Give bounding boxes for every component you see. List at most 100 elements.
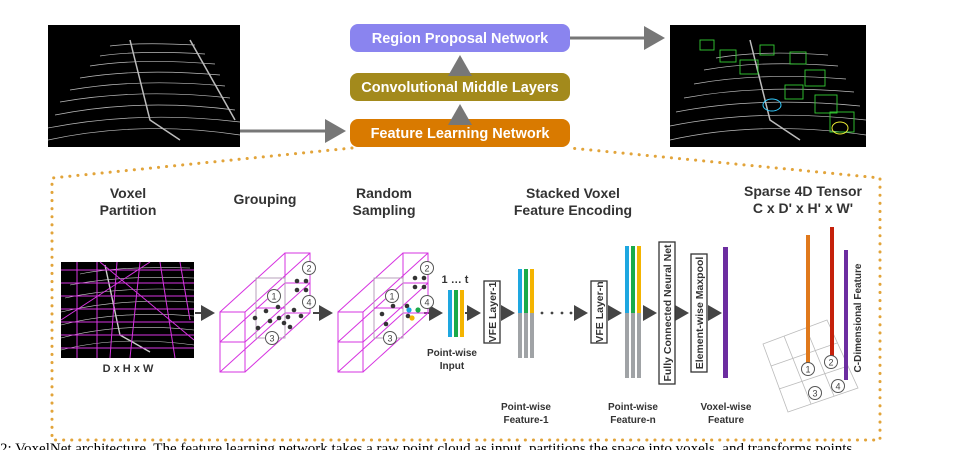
point — [379, 311, 385, 317]
voxel-id-circle — [420, 261, 434, 275]
voxel-edge — [337, 312, 404, 373]
voxel-wise-label-1: Voxel-wise — [701, 402, 752, 413]
point — [294, 278, 300, 284]
point — [383, 321, 389, 327]
voxel-id-label: 2 — [424, 264, 429, 274]
voxel-id-circle — [265, 331, 279, 345]
voxel-id-label: 1 — [389, 292, 394, 302]
rpn-label: Region Proposal Network — [372, 31, 549, 47]
maxpool-label: Element-wise Maxpool — [694, 257, 706, 370]
point-wise-feature-1-bars — [518, 269, 534, 358]
point-wise-input-label-1: Point-wise — [427, 348, 477, 359]
point — [405, 313, 411, 319]
input-bar-blue — [448, 290, 452, 337]
c-dimensional-feature-label: C-Dimensional Feature — [853, 263, 864, 372]
point — [404, 303, 410, 309]
pw-feature-1-label-1: Point-wise — [501, 402, 551, 413]
tensor-voxel-labels: 1 2 3 4 — [801, 355, 845, 400]
voxel-id-label: 1 — [805, 365, 810, 375]
voxel-id-label: 4 — [424, 298, 429, 308]
point — [281, 320, 287, 326]
point — [294, 287, 300, 293]
voxel-id-label: 4 — [835, 382, 840, 392]
random-sampling-title-2: Sampling — [352, 202, 415, 218]
voxel-id-circle — [302, 261, 316, 275]
voxel-edge — [337, 252, 404, 313]
tensor-feature-bar-purple — [844, 250, 848, 380]
point — [287, 324, 293, 330]
voxel-id-circle — [383, 331, 397, 345]
sparse-tensor-title-2: C x D' x H' x W' — [753, 200, 853, 216]
output-detection-image — [669, 25, 867, 147]
voxel-id-label: 2 — [306, 264, 311, 274]
voxel-id-circle — [831, 379, 845, 393]
grouping-title: Grouping — [234, 191, 297, 207]
point-wise-feature-n-bars — [625, 246, 641, 378]
sampled-point-green — [415, 307, 421, 313]
voxel-id-label: 3 — [387, 334, 392, 344]
fln-label: Feature Learning Network — [371, 126, 551, 142]
sparse-tensor-grid — [762, 319, 859, 413]
voxel-id-label: 3 — [812, 389, 817, 399]
vfe-layer-1-label: VFE Layer-1 — [487, 281, 499, 342]
voxel-partition-title-2: Partition — [100, 202, 157, 218]
point — [276, 315, 282, 321]
vfe-layer-n-label: VFE Layer-n — [594, 281, 606, 342]
voxel-wise-label-2: Feature — [708, 415, 745, 426]
voxel-id-circle — [801, 362, 815, 376]
voxel-id-label: 1 — [271, 292, 276, 302]
sequence-label: 1 … t — [442, 274, 469, 286]
input-bar-green — [454, 290, 458, 337]
pw-feature-1-label-2: Feature-1 — [503, 415, 548, 426]
voxel-id-circle — [824, 355, 838, 369]
cml-label: Convolutional Middle Layers — [361, 80, 558, 96]
point — [275, 304, 281, 310]
voxel-partition-image — [60, 261, 195, 359]
point — [421, 275, 427, 281]
tensor-feature-bar-orange — [806, 235, 810, 366]
voxel-id-label: 2 — [828, 358, 833, 368]
region-proposal-network-box: Region Proposal Network — [350, 24, 570, 52]
tensor-feature-bar-red — [830, 227, 834, 358]
voxel-id-circle — [302, 295, 316, 309]
point — [291, 307, 297, 313]
point — [412, 275, 418, 281]
voxel-id-label: 3 — [269, 334, 274, 344]
pipeline-arrows — [240, 26, 665, 143]
point — [252, 315, 258, 321]
point — [298, 313, 304, 319]
voxel-dims-label: D x H x W — [103, 363, 154, 375]
svfe-title-1: Stacked Voxel — [526, 185, 620, 201]
vfe-layer-n-box: VFE Layer-n — [590, 280, 608, 344]
svfe-title-2: Feature Encoding — [514, 202, 632, 218]
voxel-partition-title-1: Voxel — [110, 185, 146, 201]
point — [303, 287, 309, 293]
point — [263, 308, 269, 314]
fully-connected-net-box: Fully Connected Neural Net — [658, 241, 676, 385]
voxel-id-circle — [808, 386, 822, 400]
element-wise-maxpool-box: Element-wise Maxpool — [690, 253, 708, 373]
voxel-wise-feature-bar — [723, 247, 728, 378]
voxel-id-circle — [420, 295, 434, 309]
point-wise-input-bars — [448, 290, 464, 337]
pw-feature-n-label-2: Feature-n — [610, 415, 656, 426]
dotted-expansion-border — [50, 146, 882, 442]
voxel-id-circle — [267, 289, 281, 303]
voxel-edge — [219, 312, 286, 373]
voxel-edge — [219, 252, 286, 313]
voxel-id-label: 4 — [306, 298, 311, 308]
grouping-voxel-grid: 1 2 3 4 — [219, 252, 316, 373]
input-bar-yellow — [460, 290, 464, 337]
point-wise-input-label-2: Input — [440, 361, 465, 372]
point — [390, 303, 396, 309]
convolutional-middle-layers-box: Convolutional Middle Layers — [350, 73, 570, 101]
point — [285, 314, 291, 320]
vfe-layer-1-box: VFE Layer-1 — [483, 280, 501, 344]
sampled-point-yellow — [409, 315, 415, 321]
point — [255, 325, 261, 331]
input-point-cloud-image — [47, 25, 241, 147]
sampling-voxel-grid: 1 2 3 4 — [337, 252, 434, 373]
point — [303, 278, 309, 284]
